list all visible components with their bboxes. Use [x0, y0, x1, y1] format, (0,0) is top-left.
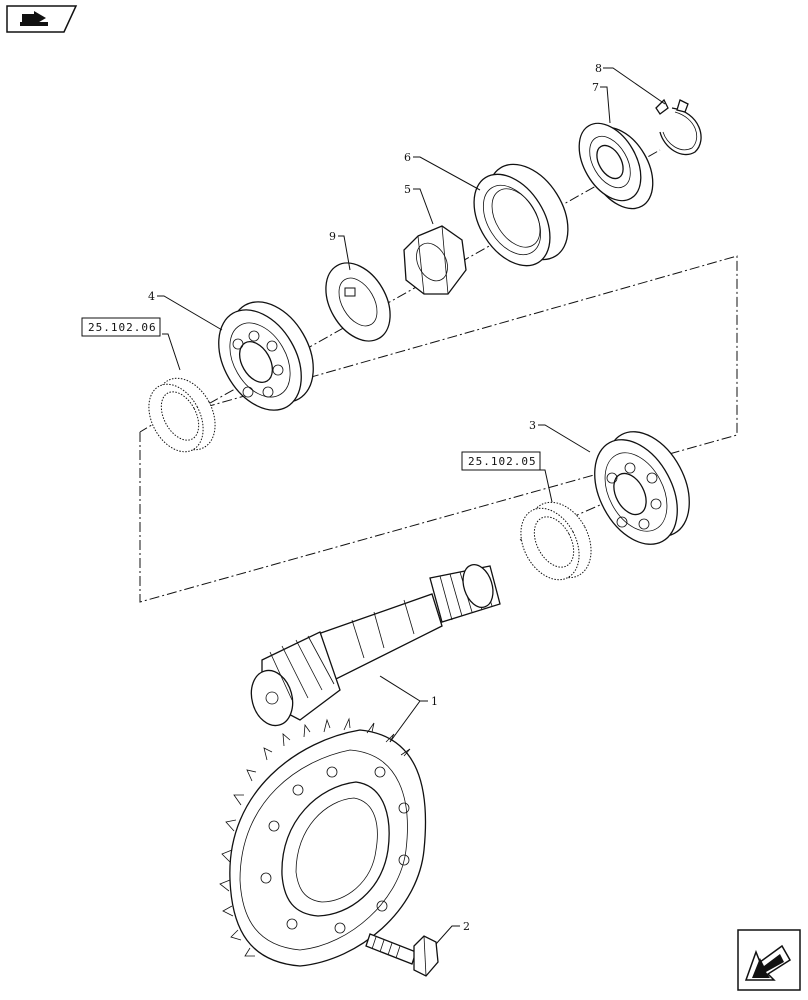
assembly-boundary: [139, 255, 738, 603]
sealed-bearing: [578, 122, 654, 210]
lower-roller-bearing: [594, 431, 690, 545]
upper-shim: [148, 377, 216, 453]
pinion-shaft: [250, 563, 501, 727]
callout-7: 7: [592, 81, 599, 94]
gear-bolt: [365, 933, 439, 977]
callout-2: 2: [463, 920, 470, 933]
callout-4: 4: [148, 290, 155, 303]
hex-nut: [403, 225, 467, 295]
tab-washer: [325, 262, 391, 342]
reference-box-lower[interactable]: 25.102.05: [461, 451, 541, 471]
lower-shim: [520, 501, 592, 581]
bearing-cup: [473, 163, 569, 267]
navigation-arrow-icon[interactable]: [737, 929, 801, 991]
callout-8: 8: [595, 62, 602, 75]
snap-ring: [655, 98, 702, 156]
svg-text:25.102.06: 25.102.06: [88, 321, 157, 334]
pencil-tag-icon[interactable]: [6, 5, 78, 33]
svg-text:25.102.05: 25.102.05: [468, 455, 537, 468]
reference-box-upper[interactable]: 25.102.06: [81, 317, 161, 337]
ring-gear: [219, 717, 427, 967]
callout-9: 9: [329, 230, 336, 243]
callout-3: 3: [529, 419, 536, 432]
callout-1: 1: [431, 695, 438, 708]
callout-5: 5: [404, 183, 411, 196]
callout-6: 6: [404, 151, 411, 164]
upper-roller-bearing: [218, 301, 314, 411]
